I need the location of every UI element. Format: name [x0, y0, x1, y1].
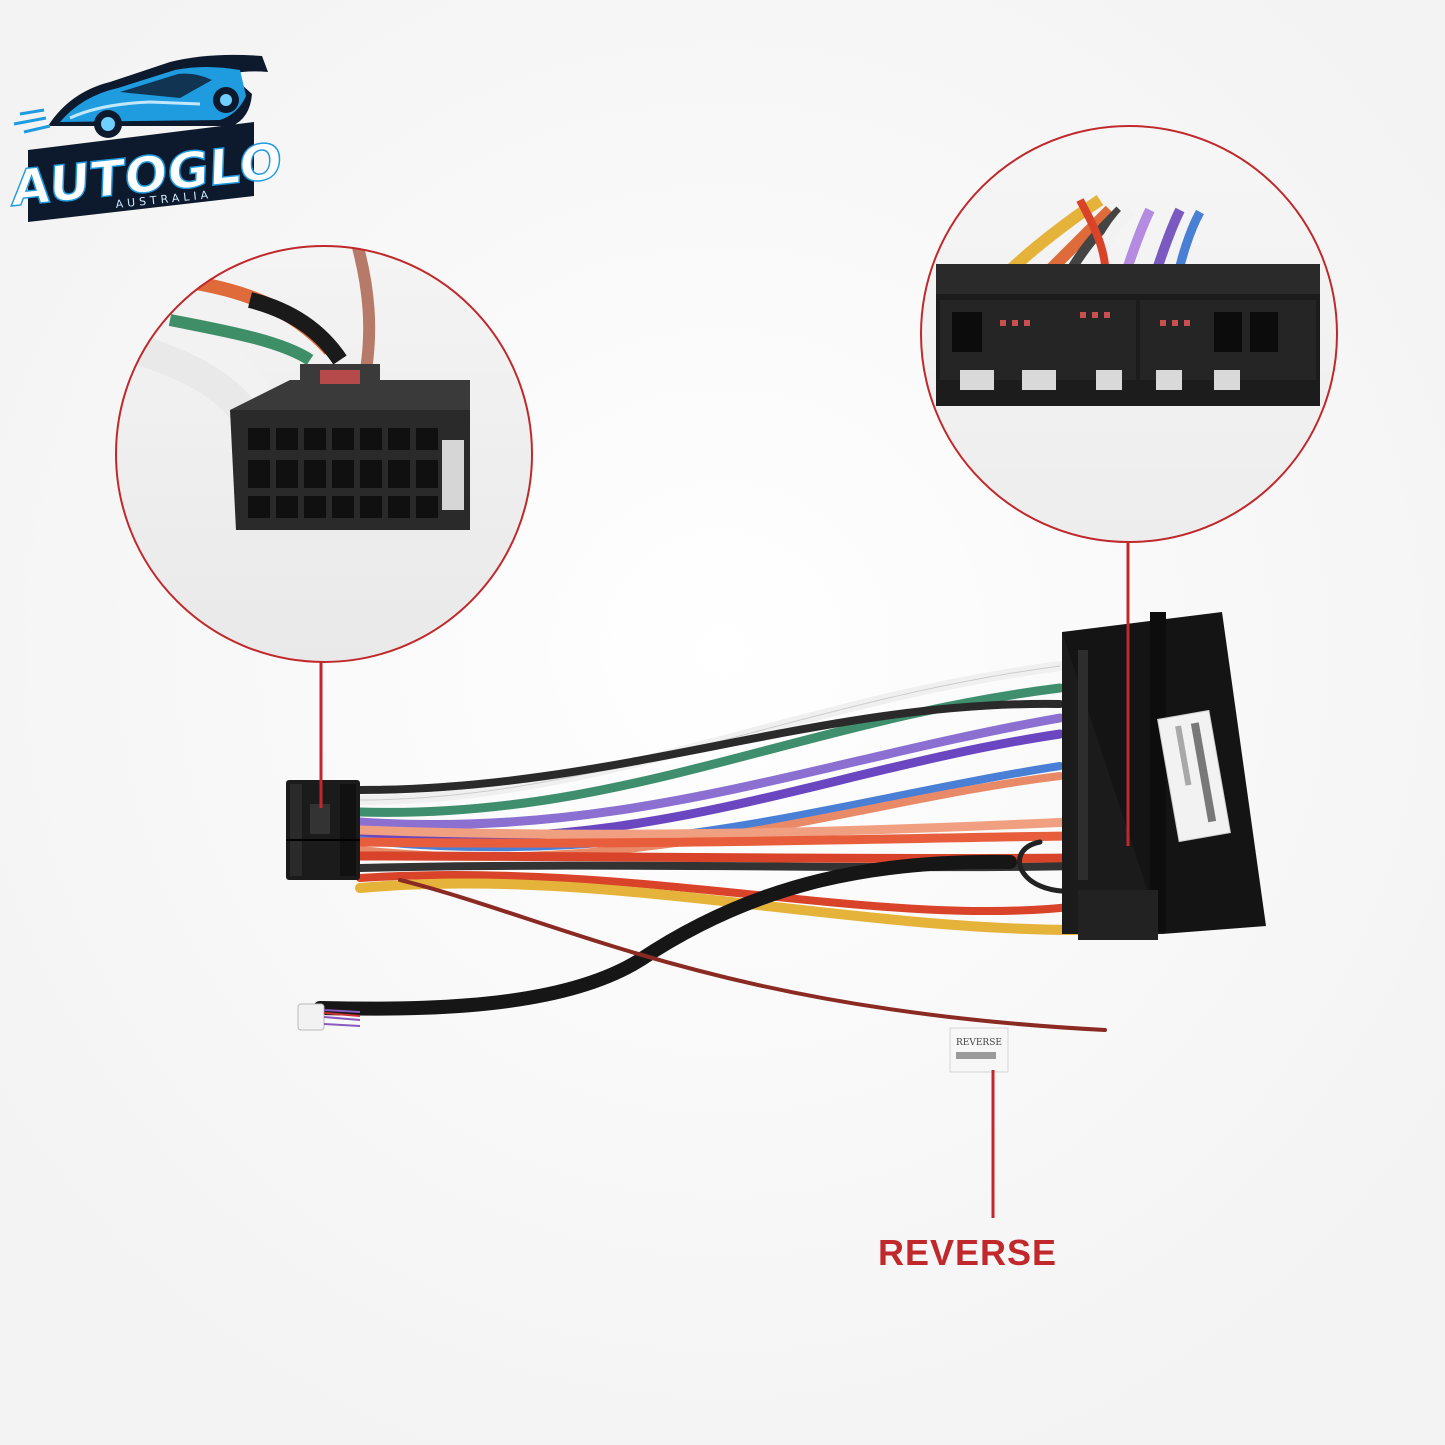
connector-label — [1157, 709, 1231, 843]
white-plug — [297, 1003, 361, 1031]
callout-left-circle — [115, 245, 533, 808]
car-logo-icon — [13, 54, 268, 138]
callout-right-circle — [920, 125, 1338, 846]
reverse-tag: REVERSE — [949, 1027, 1009, 1073]
reverse-tag-text: REVERSE — [956, 1038, 1002, 1048]
iso-connector-left — [286, 780, 360, 880]
reverse-callout-label: REVERSE — [878, 1232, 1058, 1273]
brand-logo: AUTOGLO AUSTRALIA — [10, 54, 284, 222]
vehicle-connector-right — [1062, 612, 1266, 940]
wiring-harness: REVERSE — [286, 612, 1266, 1073]
